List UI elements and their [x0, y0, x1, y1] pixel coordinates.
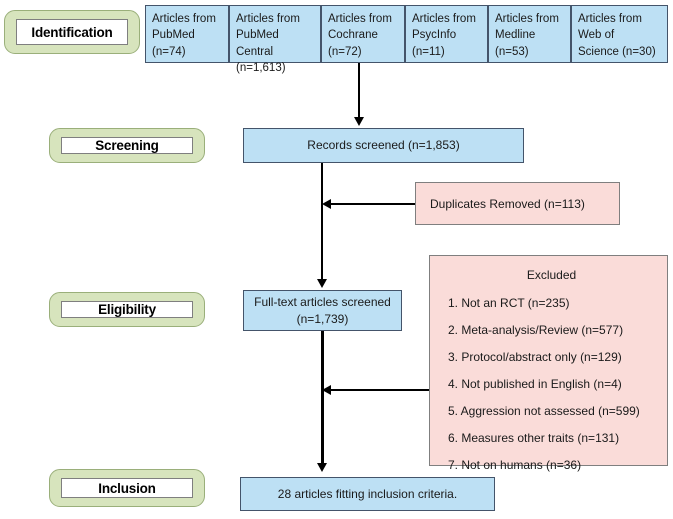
excluded-item-6: 6. Measures other traits (n=131): [448, 431, 620, 445]
source-pubmed-line1: Articles from: [152, 13, 216, 25]
stage-label-inclusion: Inclusion: [49, 469, 205, 507]
connector-sources-to-screened: [358, 63, 360, 118]
source-web-of-science-line3: Science (n=30): [578, 45, 656, 58]
source-box-web-of-science: Articles from Web of Science (n=30): [571, 5, 668, 63]
fulltext-screened-line1: Full-text articles screened: [254, 295, 391, 310]
excluded-reasons-box: Excluded 1. Not an RCT (n=235) 2. Meta-a…: [429, 255, 668, 472]
arrowhead-screened-to-fulltext: [317, 279, 327, 288]
stage-label-identification-text: Identification: [16, 19, 128, 45]
connector-screened-to-fulltext: [321, 163, 323, 279]
stage-label-eligibility-text: Eligibility: [61, 301, 193, 318]
source-web-of-science-line2: Web of: [578, 29, 615, 42]
excluded-item-2: 2. Meta-analysis/Review (n=577): [448, 323, 624, 337]
connector-excluded-to-trunk: [331, 389, 429, 391]
records-screened-box: Records screened (n=1,853): [243, 128, 524, 163]
source-box-pubmed: Articles from PubMed (n=74): [145, 5, 229, 63]
source-medline-line1: Articles from: [495, 13, 559, 25]
source-box-medline: Articles from Medline (n=53): [488, 5, 571, 63]
source-psycinfo-line1: Articles from: [412, 13, 476, 25]
excluded-item-3: 3. Protocol/abstract only (n=129): [448, 350, 622, 364]
stage-label-identification: Identification: [4, 10, 140, 54]
source-pubmed-central-line3: (n=1,613): [236, 61, 286, 74]
source-psycinfo-line2: PsycInfo: [412, 29, 457, 42]
connector-duplicates-to-trunk: [331, 203, 415, 205]
source-box-pubmed-central: Articles from PubMed Central (n=1,613): [229, 5, 321, 74]
stage-label-inclusion-text: Inclusion: [61, 478, 193, 498]
source-pubmed-central-line2: PubMed Central: [236, 29, 279, 58]
stage-label-eligibility: Eligibility: [49, 292, 205, 327]
records-screened-label: Records screened (n=1,853): [307, 138, 460, 153]
excluded-item-4: 4. Not published in English (n=4): [448, 377, 622, 391]
arrowhead-excluded-to-trunk: [322, 385, 331, 395]
fulltext-screened-box: Full-text articles screened (n=1,739): [243, 290, 402, 331]
included-articles-label: 28 articles fitting inclusion criteria.: [277, 486, 458, 501]
connector-fulltext-to-included: [321, 331, 324, 463]
source-cochrane-line3: (n=72): [328, 45, 362, 58]
stage-label-screening-text: Screening: [61, 137, 193, 154]
arrowhead-fulltext-to-included: [317, 463, 327, 472]
source-box-cochrane: Articles from Cochrane (n=72): [321, 5, 405, 63]
stage-label-screening: Screening: [49, 128, 205, 163]
source-medline-line2: Medline: [495, 29, 536, 42]
fulltext-screened-line2: (n=1,739): [296, 311, 349, 326]
source-cochrane-line2: Cochrane: [328, 29, 378, 42]
duplicates-removed-box: Duplicates Removed (n=113): [415, 182, 620, 225]
source-web-of-science-line1: Articles from: [578, 13, 642, 25]
source-cochrane-line1: Articles from: [328, 13, 392, 25]
included-articles-box: 28 articles fitting inclusion criteria.: [240, 477, 495, 511]
excluded-item-7: 7. Not on humans (n=36): [448, 458, 582, 472]
source-medline-line3: (n=53): [495, 45, 529, 58]
source-pubmed-line2: PubMed: [152, 29, 195, 42]
source-psycinfo-line3: (n=11): [412, 45, 445, 58]
duplicates-removed-label: Duplicates Removed (n=113): [430, 196, 585, 211]
arrowhead-sources-to-screened: [354, 117, 364, 126]
source-pubmed-line3: (n=74): [152, 45, 186, 58]
source-box-psycinfo: Articles from PsycInfo (n=11): [405, 5, 488, 63]
source-pubmed-central-line1: Articles from: [236, 13, 300, 25]
excluded-title: Excluded: [526, 268, 577, 282]
excluded-item-1: 1. Not an RCT (n=235): [448, 296, 570, 310]
arrowhead-duplicates-to-trunk: [322, 199, 331, 209]
excluded-item-5: 5. Aggression not assessed (n=599): [448, 404, 640, 418]
